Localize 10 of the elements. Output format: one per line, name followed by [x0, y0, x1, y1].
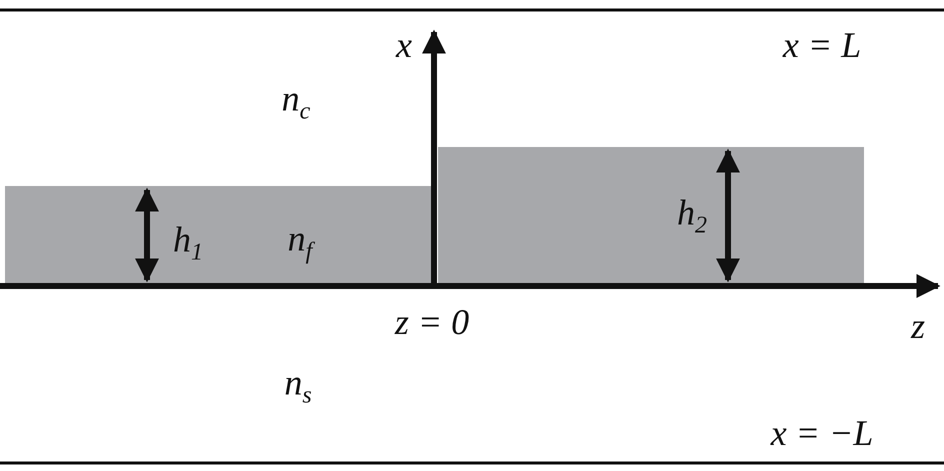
boundary-label: x = −L: [770, 415, 874, 451]
refractive-index-label: n$_{s}$: [284, 364, 312, 408]
refractive-index-label: n$_{f}$: [288, 220, 312, 264]
origin-label: z = 0: [394, 304, 470, 340]
boundary-label: x = L: [782, 27, 862, 63]
refractive-index-label: n$_{c}$: [282, 80, 310, 124]
thickness-label: h$_{2}$: [677, 194, 707, 238]
thickness-label: h$_{1}$: [173, 221, 203, 265]
axis-label: z: [911, 308, 925, 344]
axis-label: x: [396, 27, 412, 63]
